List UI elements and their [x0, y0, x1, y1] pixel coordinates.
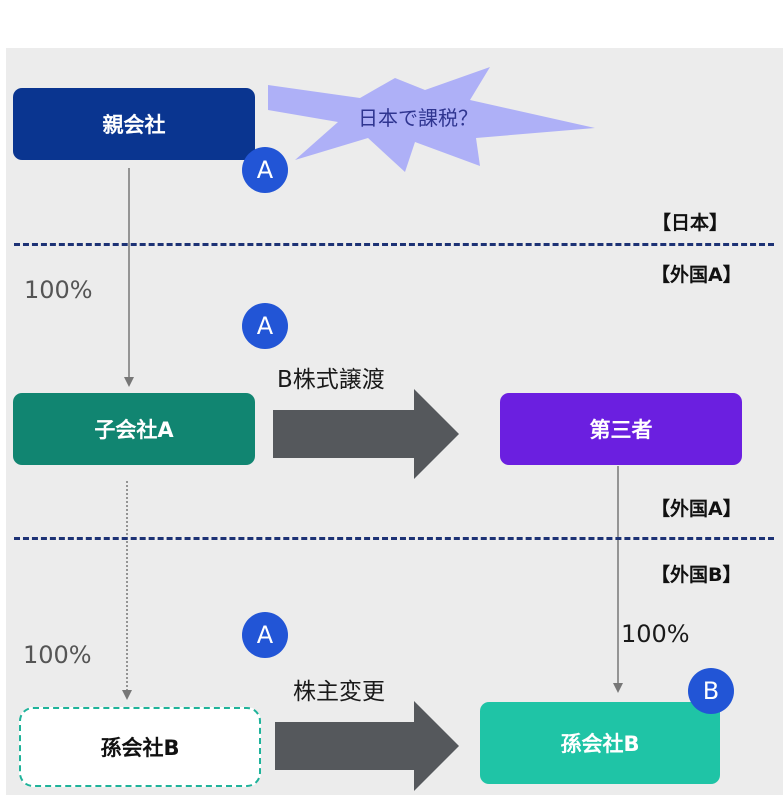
- starburst-callout-shape: [268, 67, 595, 172]
- divider-japan-foreign-a: [14, 243, 774, 246]
- badge-a-subsidiary: A: [242, 303, 288, 349]
- third-party-box: 第三者: [500, 393, 742, 465]
- grandchild-b-after-box: 孫会社B: [480, 702, 720, 784]
- transfer-label: B株式譲渡: [277, 367, 385, 393]
- region-label-foreign-a-mid: 【外国A】: [651, 498, 742, 520]
- parent-company-box: 親会社: [13, 88, 255, 160]
- region-label-foreign-b: 【外国B】: [651, 564, 742, 586]
- divider-foreign-a-foreign-b: [14, 537, 774, 540]
- ownership-arrowhead-parent-a: [124, 377, 134, 387]
- region-label-foreign-a-top: 【外国A】: [651, 264, 742, 286]
- shareholder-change-label: 株主変更: [293, 679, 385, 705]
- callout-text: 日本で課税？: [358, 106, 478, 130]
- region-label-japan: 【日本】: [652, 212, 729, 234]
- shareholder-change-arrow: [275, 701, 459, 791]
- ownership-arrowhead-a-b: [122, 690, 132, 700]
- badge-a-parent: A: [242, 147, 288, 193]
- grandchild-b-before-box: 孫会社B: [19, 707, 261, 787]
- transfer-arrow: [273, 389, 459, 479]
- badge-a-grandchild: A: [242, 612, 288, 658]
- ownership-label-a-b: 100%: [23, 641, 92, 669]
- badge-b-grandchild: B: [688, 668, 734, 714]
- ownership-arrowhead-third-b: [613, 683, 623, 693]
- ownership-label-parent-a: 100%: [24, 276, 93, 304]
- subsidiary-a-box: 子会社A: [13, 393, 255, 465]
- ownership-label-third-b: 100%: [621, 620, 690, 648]
